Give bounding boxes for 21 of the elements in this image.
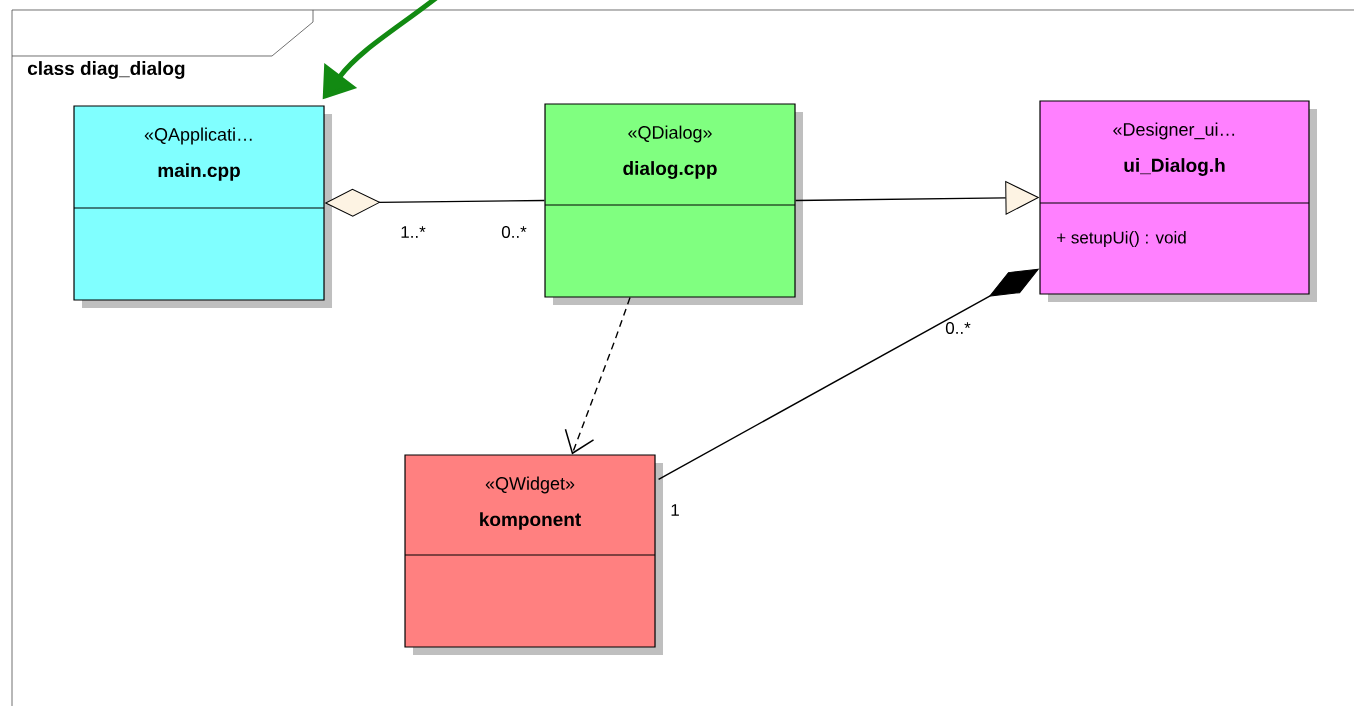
stereotype-text: «QApplicati… xyxy=(144,127,252,145)
multiplicity-label: 0..* xyxy=(501,226,527,238)
operation-text: + setupUi() : void xyxy=(1057,231,1186,247)
class-name: main.cpp xyxy=(158,163,240,181)
class-name: ui_Dialog.h xyxy=(1124,158,1225,176)
arrow xyxy=(794,181,1039,215)
class-box xyxy=(73,105,332,308)
multiplicity-label: 1..* xyxy=(401,226,426,238)
multiplicity-label: 0..* xyxy=(945,322,971,334)
class-name: dialog.cpp xyxy=(623,161,717,179)
class-box xyxy=(1039,100,1317,302)
stereotype-text: «Designer_ui… xyxy=(1113,122,1235,140)
stereotype-text: «QDialog» xyxy=(628,125,712,143)
arrow xyxy=(564,296,631,455)
connector xyxy=(657,268,1039,481)
class-box xyxy=(544,103,803,305)
class-name: komponent xyxy=(480,512,581,530)
stereotype-text: «QWidget» xyxy=(485,476,575,494)
connector xyxy=(325,188,546,217)
class-box xyxy=(404,454,663,655)
frame-title: class diag_dialog xyxy=(27,61,185,79)
